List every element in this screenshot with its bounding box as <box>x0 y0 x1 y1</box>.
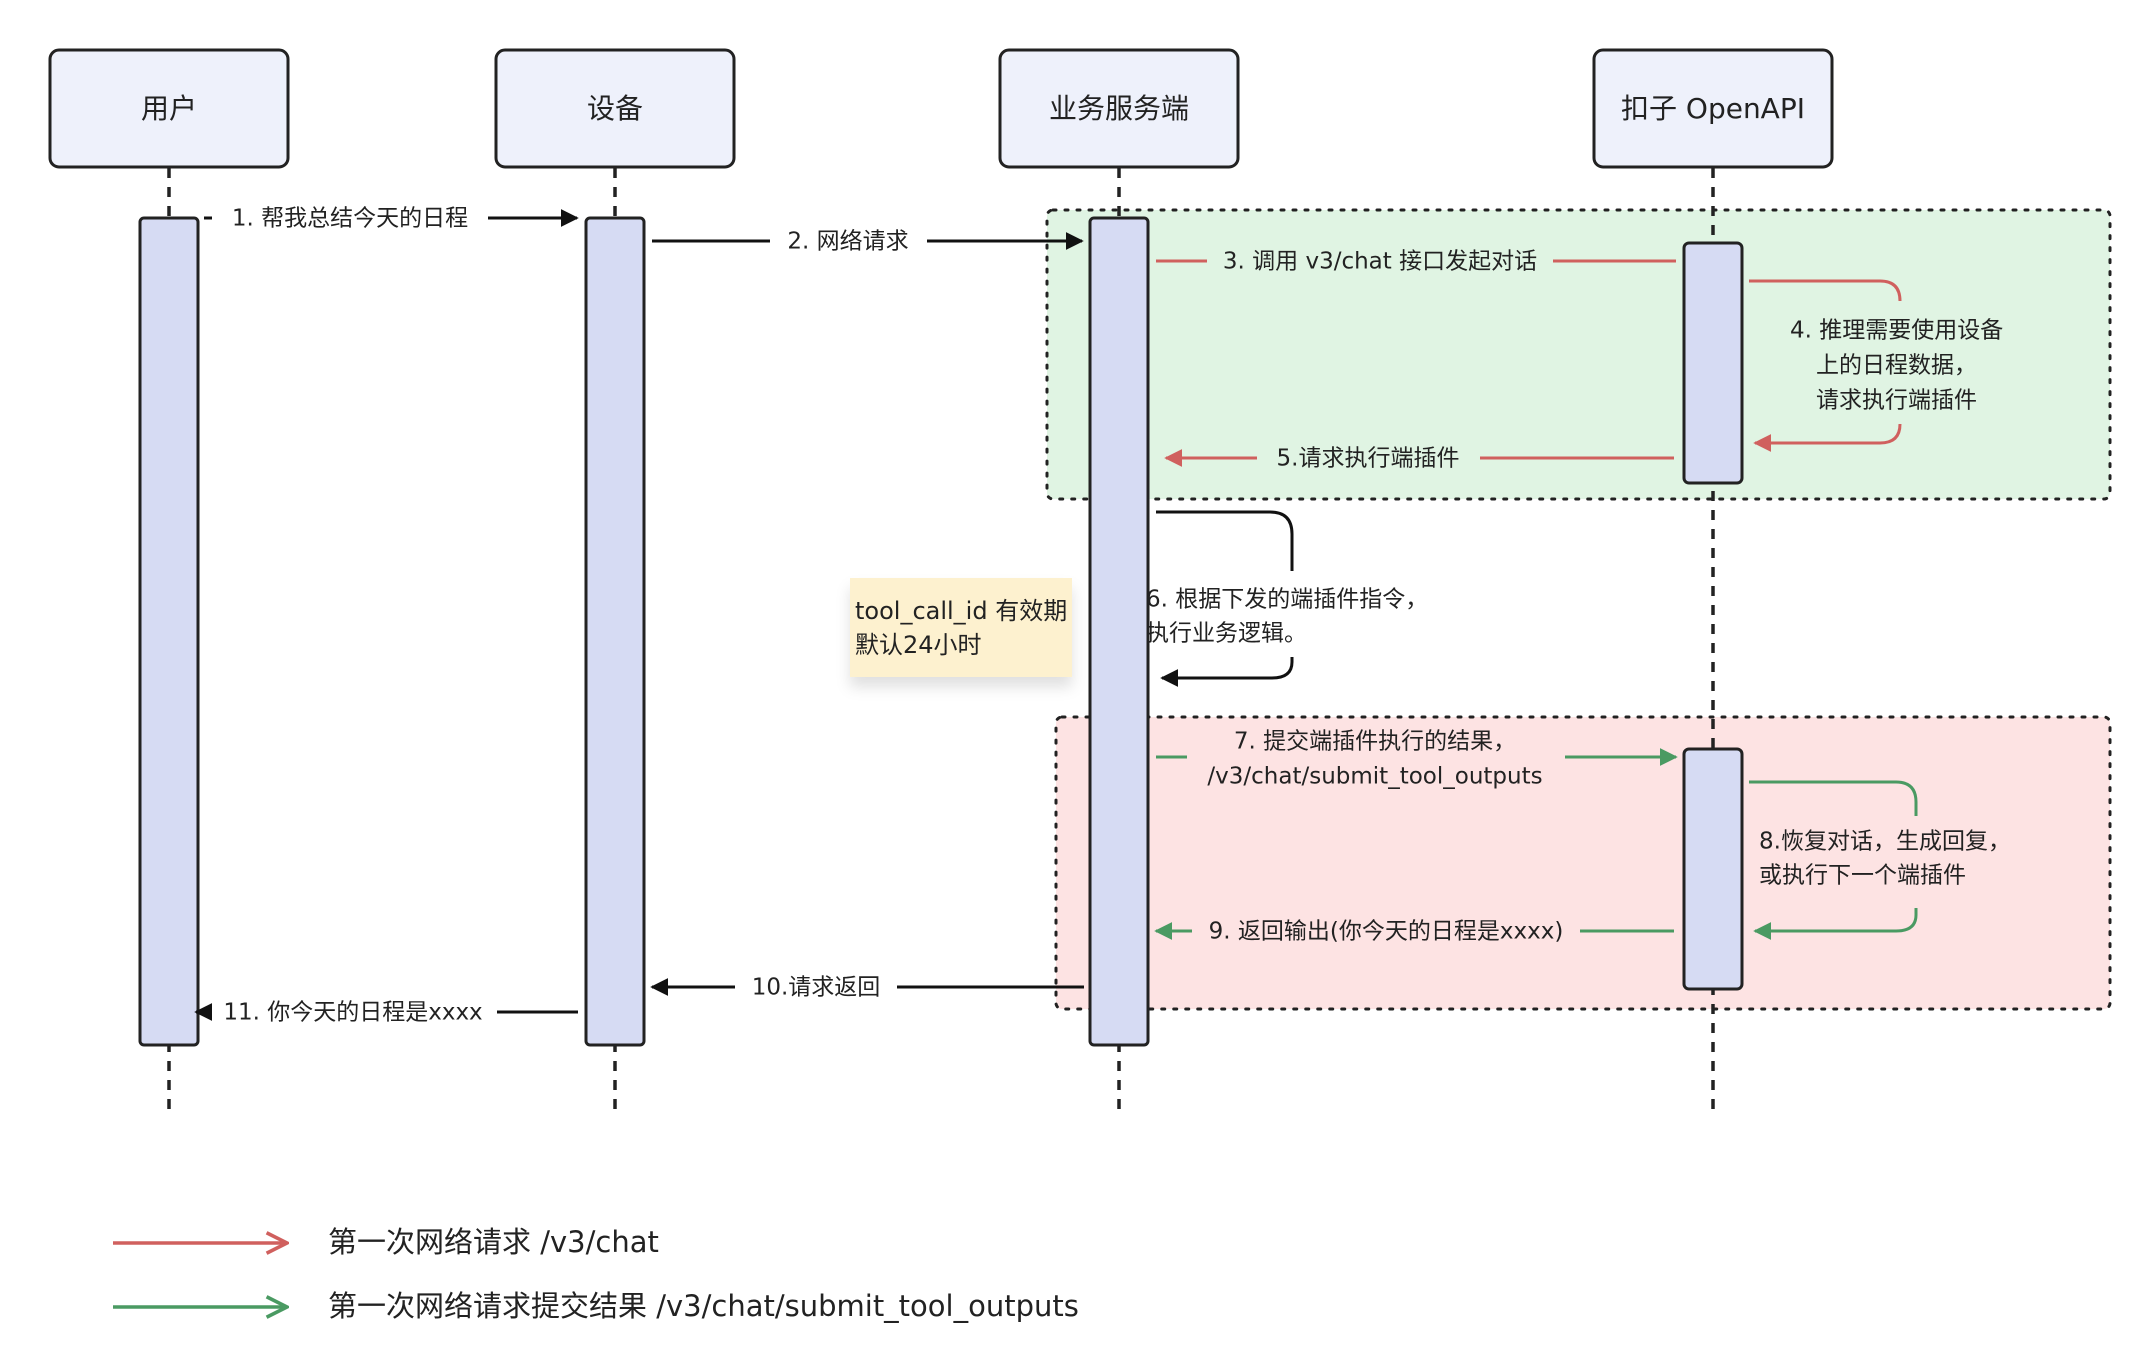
participant-server-label: 业务服务端 <box>1049 92 1189 125</box>
message-7-line-1: 7. 提交端插件执行的结果， <box>1234 729 1516 755</box>
participant-user: 用户 <box>48 48 290 169</box>
validity-note: tool_call_id 有效期 默认24小时 <box>850 578 1072 677</box>
legend-item-red: 第一次网络请求 /v3/chat <box>113 1225 659 1259</box>
message-5-label: 5.请求执行端插件 <box>1277 446 1460 472</box>
message-11-label: 11. 你今天的日程是xxxx <box>223 1000 482 1026</box>
message-5: 5.请求执行端插件 <box>1164 446 1674 472</box>
message-2: 2. 网络请求 <box>652 229 1084 255</box>
message-2-label: 2. 网络请求 <box>787 229 908 255</box>
message-10: 10.请求返回 <box>650 975 1084 1001</box>
validity-note-line-2: 默认24小时 <box>855 631 982 659</box>
message-10-label: 10.请求返回 <box>752 975 881 1001</box>
message-11: 11. 你今天的日程是xxxx <box>194 1000 578 1026</box>
legend-label-green: 第一次网络请求提交结果 /v3/chat/submit_tool_outputs <box>328 1289 1079 1323</box>
participant-user-label: 用户 <box>141 92 197 125</box>
message-4-line-3: 请求执行端插件 <box>1816 388 1977 414</box>
activation-server <box>1088 216 1150 1047</box>
message-8-line-2: 或执行下一个端插件 <box>1759 863 1966 889</box>
activation-device <box>584 216 646 1047</box>
participant-coze-label: 扣子 OpenAPI <box>1621 92 1805 125</box>
message-3: 3. 调用 v3/chat 接口发起对话 <box>1156 249 1676 275</box>
message-4: 4. 推理需要使用设备 上的日程数据， 请求执行端插件 <box>1749 279 2003 452</box>
message-8-line-1: 8.恢复对话，生成回复， <box>1759 829 2011 855</box>
message-6-line-2: 执行业务逻辑。 <box>1146 621 1307 647</box>
participant-coze: 扣子 OpenAPI <box>1592 48 1834 169</box>
activation-coze-2 <box>1682 747 1744 991</box>
activation-coze-1 <box>1682 241 1744 485</box>
activation-user <box>138 216 200 1047</box>
legend: 第一次网络请求 /v3/chat 第一次网络请求提交结果 /v3/chat/su… <box>113 1225 1079 1323</box>
message-1-label: 1. 帮我总结今天的日程 <box>232 206 468 232</box>
message-4-line-2: 上的日程数据， <box>1816 353 1977 379</box>
message-9: 9. 返回输出(你今天的日程是xxxx) <box>1154 919 1674 945</box>
participant-server: 业务服务端 <box>998 48 1240 169</box>
message-4-line-1: 4. 推理需要使用设备 <box>1790 318 2003 344</box>
message-9-label: 9. 返回输出(你今天的日程是xxxx) <box>1209 919 1564 945</box>
message-6-line-1: 6. 根据下发的端插件指令， <box>1146 587 1428 613</box>
message-3-label: 3. 调用 v3/chat 接口发起对话 <box>1223 249 1537 275</box>
participant-device-label: 设备 <box>587 92 643 125</box>
message-6: 6. 根据下发的端插件指令， 执行业务逻辑。 <box>1146 510 1428 687</box>
message-8: 8.恢复对话，生成回复， 或执行下一个端插件 <box>1749 780 2011 940</box>
message-7: 7. 提交端插件执行的结果， /v3/chat/submit_tool_outp… <box>1156 729 1678 790</box>
legend-label-red: 第一次网络请求 /v3/chat <box>328 1225 659 1259</box>
red-zone <box>1054 715 2112 1011</box>
message-7-line-2: /v3/chat/submit_tool_outputs <box>1207 764 1542 790</box>
participant-device: 设备 <box>494 48 736 169</box>
validity-note-line-1: tool_call_id 有效期 <box>855 597 1067 625</box>
message-1: 1. 帮我总结今天的日程 <box>204 206 579 232</box>
legend-item-green: 第一次网络请求提交结果 /v3/chat/submit_tool_outputs <box>113 1289 1079 1323</box>
